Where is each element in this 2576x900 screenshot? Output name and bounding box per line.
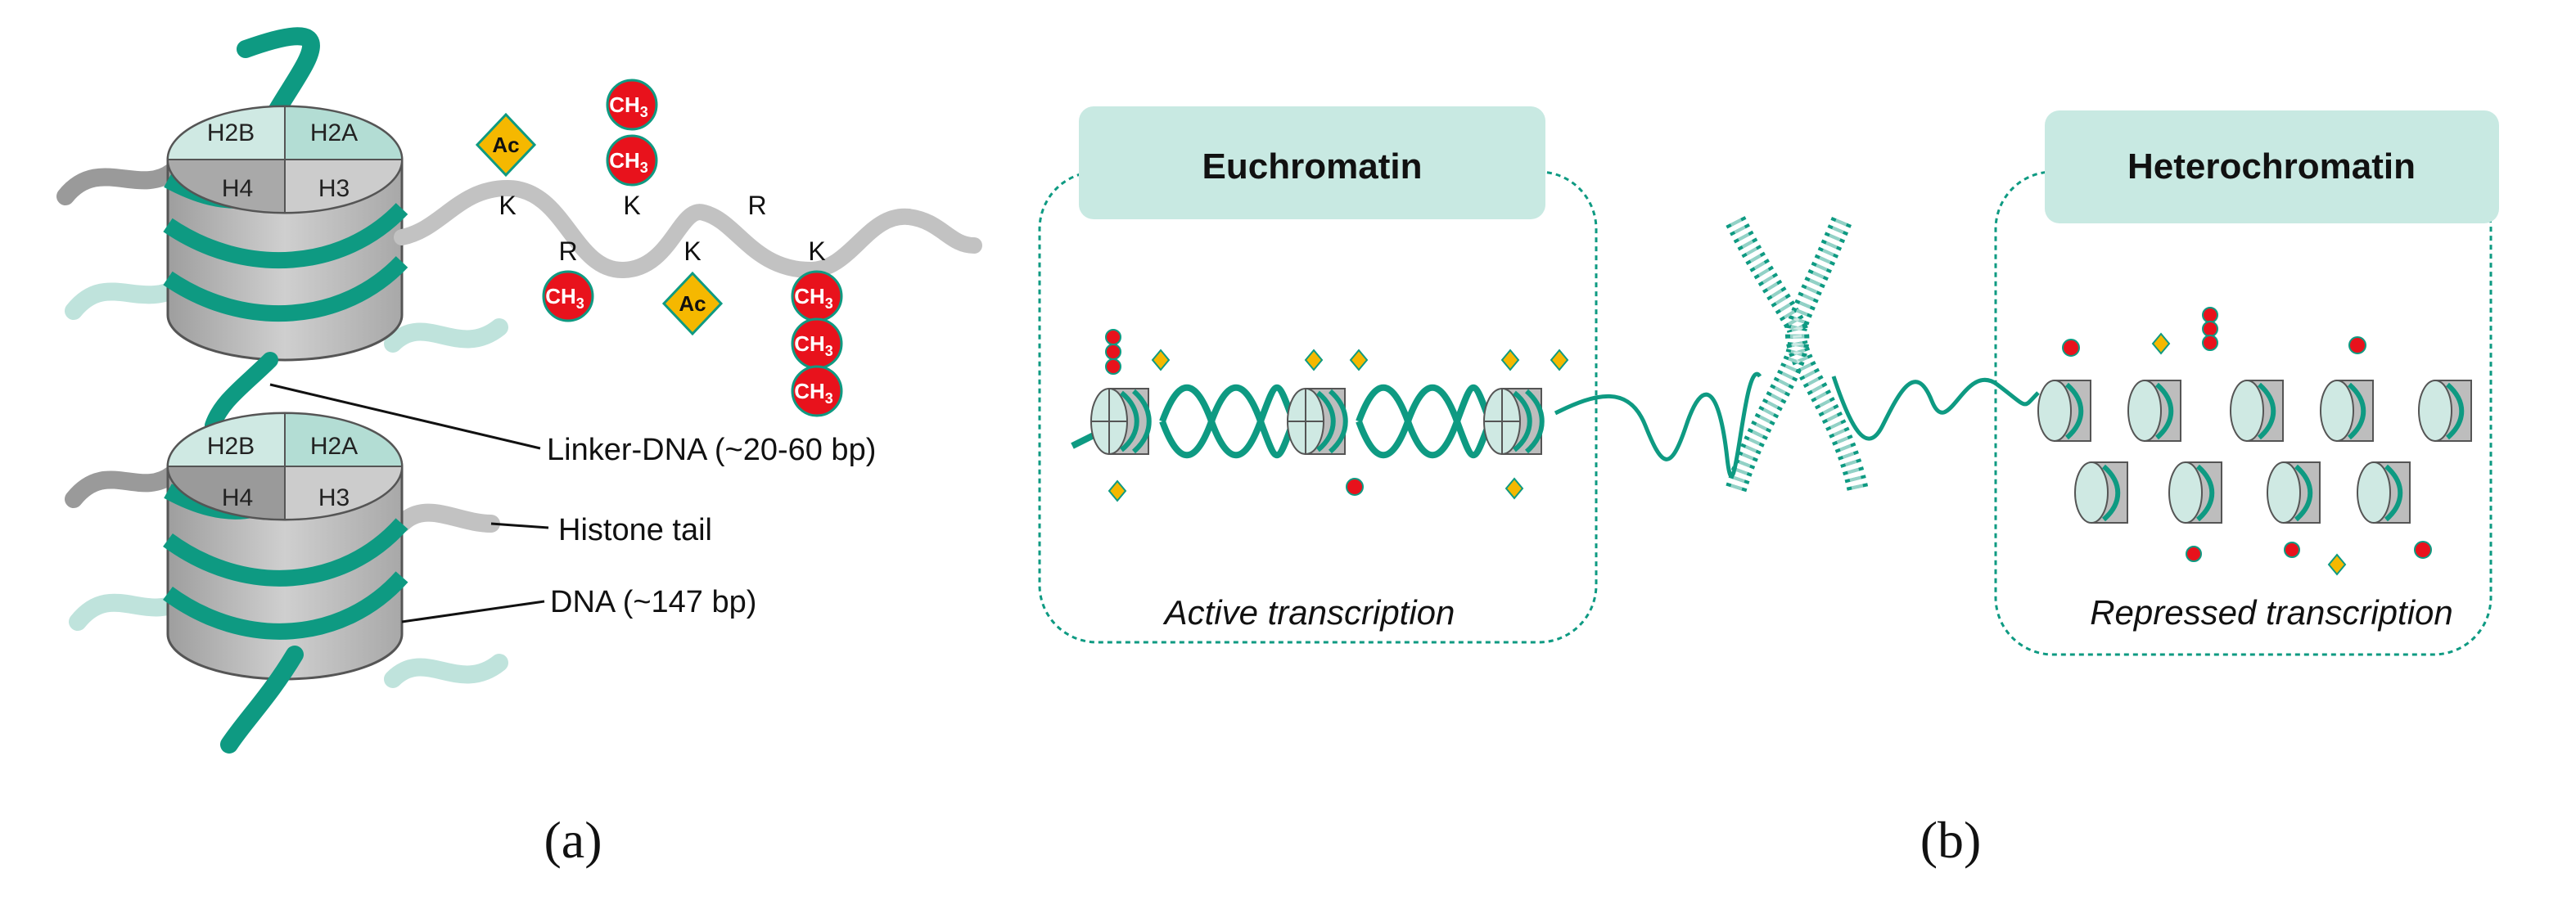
label-h3-bottom: H3	[318, 484, 350, 511]
label-h2b-top: H2B	[207, 119, 255, 146]
histone-tail-light-bottom-right	[384, 654, 508, 688]
mini-nucleosome	[2320, 336, 2374, 442]
methyl-label: CH3	[609, 92, 648, 120]
label-linker-dna: Linker-DNA (~20-60 bp)	[547, 433, 876, 467]
histone-tail-light-bottom-left	[69, 592, 189, 631]
mini-nucleosome	[1287, 349, 1369, 496]
dna-wrap-top-1	[163, 203, 408, 268]
methyl-r1: CH3	[542, 270, 594, 322]
label-h4-bottom: H4	[222, 484, 253, 511]
chromosome	[1725, 216, 1869, 494]
quad-h2a-bottom	[284, 412, 404, 467]
nucleosome-bottom: H2B H2A H4 H3	[163, 412, 408, 681]
mini-nucleosome	[2418, 380, 2472, 442]
label-h4-top: H4	[222, 175, 253, 202]
leader-linker	[269, 383, 541, 450]
heterochromatin-title-box	[2045, 110, 2499, 223]
heterochromatin-title: Heterochromatin	[2127, 146, 2416, 187]
panel-b: Euchromatin Active transcription Heteroc…	[1038, 106, 2499, 869]
mini-nucleosome	[2230, 380, 2284, 442]
svg-text:Ac: Ac	[679, 291, 706, 316]
residue-r-2: R	[747, 191, 766, 220]
label-h2b-bottom: H2B	[207, 433, 255, 460]
residue-k-3: K	[683, 236, 701, 266]
helix-segment-1	[1159, 384, 1297, 459]
dna-wrap-bottom-1	[163, 518, 408, 587]
residue-k-1: K	[499, 191, 516, 220]
methyl-stack-k4: CH3 CH3 CH3	[791, 270, 843, 417]
leader-tail	[490, 522, 549, 529]
leader-dna	[401, 600, 545, 623]
quad-h3-bottom	[284, 466, 404, 521]
methyl-label: CH3	[609, 148, 648, 176]
euchromatin-title: Euchromatin	[1202, 146, 1423, 187]
heterochromatin-fiber	[2037, 307, 2472, 576]
methyl-stack-k2: CH3 CH3	[606, 79, 658, 187]
histone-tail-modified-end	[900, 209, 982, 254]
label-histone-tail: Histone tail	[558, 513, 712, 547]
svg-text:Ac: Ac	[492, 133, 519, 157]
dna-strand-bottom	[220, 646, 304, 754]
helix-segment-2b	[1356, 384, 1493, 459]
quad-h4-top	[166, 159, 286, 214]
label-h2a-bottom: H2A	[310, 433, 358, 460]
linker-dna	[205, 352, 278, 434]
label-h3-top: H3	[318, 175, 350, 202]
quad-h2b-top	[166, 105, 286, 160]
panel-label-b: (b)	[1920, 811, 1982, 869]
fiber-to-chromosome-right	[1831, 376, 2040, 441]
histone-tail-modified	[394, 179, 917, 279]
mini-nucleosome	[1483, 349, 1569, 500]
mini-nucleosome	[2074, 461, 2128, 524]
quad-h4-bottom	[166, 466, 286, 521]
histone-tail-light-top-left	[65, 277, 189, 320]
histone-tail-left-top	[56, 163, 181, 205]
euchromatin-title-box	[1079, 106, 1545, 219]
histone-tail-light-top-right	[384, 318, 508, 353]
acetyl-mark-1: Ac	[475, 112, 537, 178]
dna-strand-top	[237, 27, 320, 132]
mini-nucleosome	[2357, 461, 2432, 559]
acetyl-mark-2: Ac	[661, 271, 724, 336]
dna-wrap-top-2	[163, 256, 408, 322]
heterochromatin-caption: Repressed transcription	[2090, 593, 2453, 632]
methyl-label: CH3	[794, 331, 833, 359]
helix-segment-2	[1356, 384, 1493, 459]
mini-nucleosome	[2127, 307, 2218, 442]
euchromatin-caption: Active transcription	[1162, 593, 1455, 632]
helix-segment-1b	[1159, 384, 1297, 459]
dna-wrap-bottom-2	[163, 571, 408, 640]
histone-tail-left-bottom	[65, 466, 181, 508]
quad-h3-top	[284, 159, 404, 214]
mini-nucleosome	[2267, 461, 2347, 576]
methyl-label: CH3	[794, 284, 833, 312]
mini-nucleosome	[2168, 461, 2222, 562]
fiber-to-chromosome-left	[1554, 371, 1762, 479]
residue-k-2: K	[623, 191, 640, 220]
panel-a: H2B H2A H4 H3 K R K K R K Ac Ac CH3 CH3	[56, 27, 982, 869]
euchromatin-fiber	[1071, 329, 1569, 502]
histone-tail-right-bottom	[393, 503, 500, 533]
residue-k-4: K	[808, 236, 825, 266]
nucleosome-top: H2B H2A H4 H3	[163, 105, 408, 362]
quad-h2b-bottom	[166, 412, 286, 467]
mini-nucleosome	[2037, 339, 2091, 442]
methyl-label: CH3	[794, 379, 833, 407]
mini-nucleosome	[1090, 329, 1171, 502]
methyl-label: CH3	[545, 284, 584, 312]
quad-h2a-top	[284, 105, 404, 160]
panel-label-a: (a)	[544, 811, 602, 869]
label-h2a-top: H2A	[310, 119, 358, 146]
residue-r-1: R	[558, 236, 577, 266]
label-dna: DNA (~147 bp)	[550, 585, 756, 619]
